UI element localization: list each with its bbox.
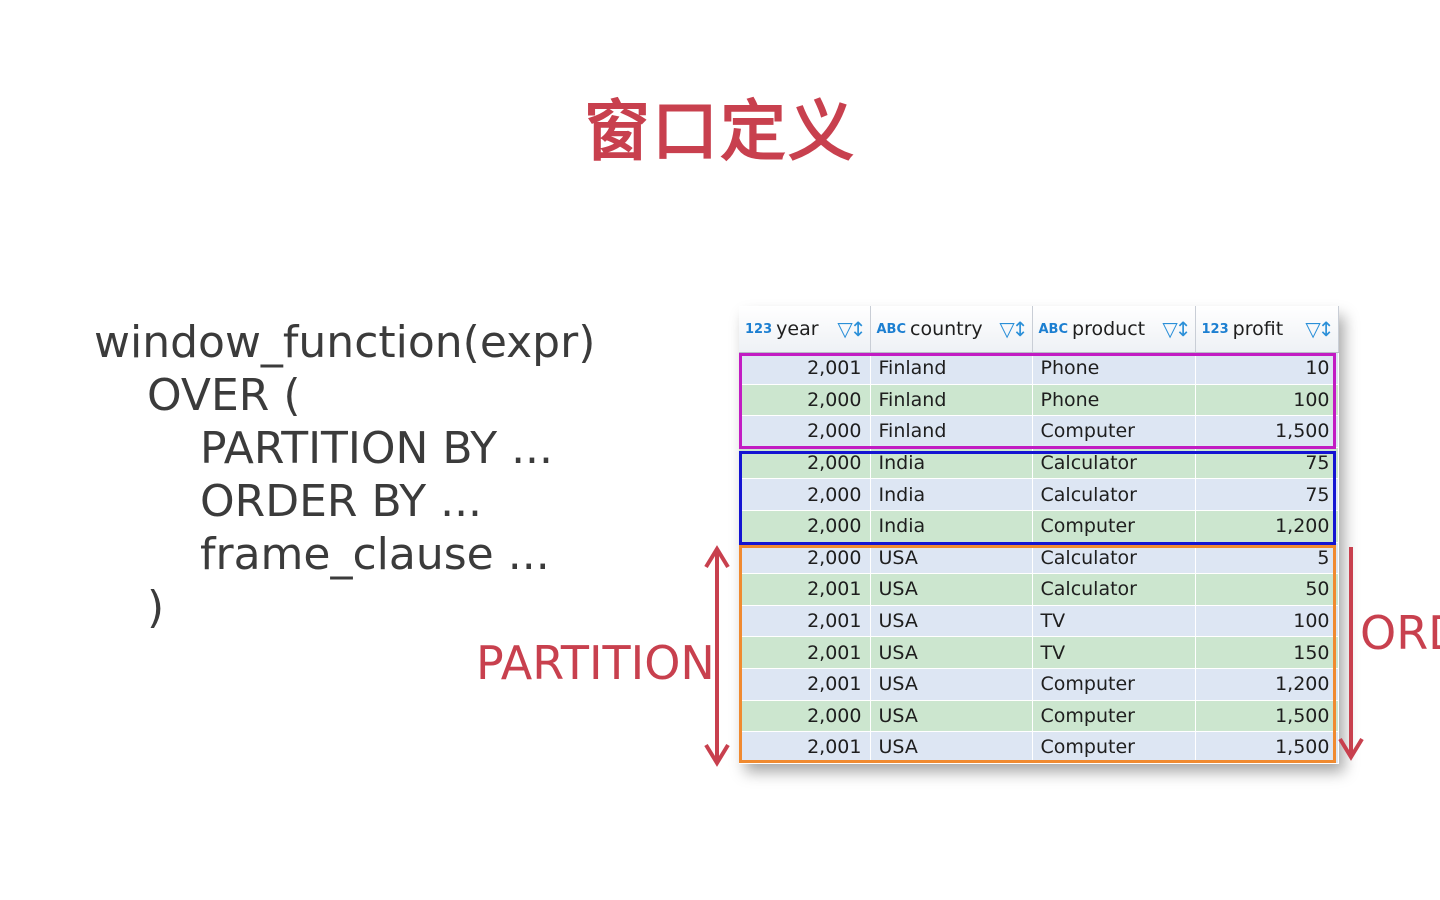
cell-country[interactable]: USA bbox=[870, 636, 1033, 669]
column-type-icon: 123 bbox=[1201, 322, 1229, 337]
slide-title: 窗口定义 bbox=[584, 93, 856, 170]
code-line: ) bbox=[147, 582, 165, 633]
column-type-icon: ABC bbox=[1038, 322, 1069, 337]
cell-country[interactable]: Finland bbox=[870, 384, 1033, 417]
cell-profit[interactable]: 1,500 bbox=[1195, 415, 1339, 448]
cell-country[interactable]: Finland bbox=[870, 352, 1033, 385]
cell-profit[interactable]: 1,200 bbox=[1195, 668, 1339, 701]
column-name: country bbox=[910, 318, 983, 340]
cell-country[interactable]: USA bbox=[870, 731, 1033, 764]
cell-product[interactable]: Computer bbox=[1032, 731, 1196, 764]
column-type-icon: ABC bbox=[876, 322, 907, 337]
cell-product[interactable]: Calculator bbox=[1032, 478, 1196, 511]
india-partition-box bbox=[739, 451, 1336, 545]
partition-label: PARTITION bbox=[476, 636, 715, 690]
cell-profit[interactable]: 75 bbox=[1195, 478, 1339, 511]
cell-country[interactable]: India bbox=[870, 510, 1033, 543]
cell-year[interactable]: 2,001 bbox=[739, 731, 871, 764]
cell-country[interactable]: USA bbox=[870, 668, 1033, 701]
cell-product[interactable]: Phone bbox=[1032, 384, 1196, 417]
cell-profit[interactable]: 150 bbox=[1195, 636, 1339, 669]
column-type-icon: 123 bbox=[745, 322, 773, 337]
cell-year[interactable]: 2,001 bbox=[739, 636, 871, 669]
cell-year[interactable]: 2,000 bbox=[739, 415, 871, 448]
cell-profit[interactable]: 1,200 bbox=[1195, 510, 1339, 543]
cell-year[interactable]: 2,000 bbox=[739, 700, 871, 733]
code-line: PARTITION BY ... bbox=[200, 423, 554, 474]
cell-profit[interactable]: 100 bbox=[1195, 384, 1339, 417]
cell-year[interactable]: 2,000 bbox=[739, 510, 871, 543]
cell-product[interactable]: TV bbox=[1032, 605, 1196, 638]
cell-product[interactable]: Computer bbox=[1032, 700, 1196, 733]
column-name: profit bbox=[1232, 318, 1284, 340]
window-syntax-code: window_function(expr) OVER ( PARTITION B… bbox=[94, 316, 595, 634]
usa-partition-box bbox=[739, 545, 1336, 763]
column-name: year bbox=[776, 318, 819, 340]
cell-year[interactable]: 2,001 bbox=[739, 352, 871, 385]
cell-profit[interactable]: 1,500 bbox=[1195, 700, 1339, 733]
cell-country[interactable]: India bbox=[870, 478, 1033, 511]
cell-country[interactable]: USA bbox=[870, 573, 1033, 606]
cell-year[interactable]: 2,001 bbox=[739, 668, 871, 701]
cell-profit[interactable]: 1,500 bbox=[1195, 731, 1339, 764]
filter-sort-icon[interactable]: ▽↕ bbox=[1162, 317, 1191, 341]
code-line: window_function(expr) bbox=[94, 317, 596, 368]
cell-country[interactable]: USA bbox=[870, 605, 1033, 638]
filter-sort-icon[interactable]: ▽↕ bbox=[999, 317, 1028, 341]
order-arrow-icon bbox=[1338, 547, 1364, 761]
filter-sort-icon[interactable]: ▽↕ bbox=[1305, 317, 1334, 341]
code-line: ORDER BY ... bbox=[200, 476, 483, 527]
cell-product[interactable]: Computer bbox=[1032, 668, 1196, 701]
cell-country[interactable]: USA bbox=[870, 700, 1033, 733]
partition-arrow-icon bbox=[704, 545, 730, 767]
cell-country[interactable]: Finland bbox=[870, 415, 1033, 448]
cell-product[interactable]: Calculator bbox=[1032, 573, 1196, 606]
cell-profit[interactable]: 50 bbox=[1195, 573, 1339, 606]
cell-year[interactable]: 2,000 bbox=[739, 384, 871, 417]
code-line: frame_clause ... bbox=[200, 529, 550, 580]
cell-year[interactable]: 2,001 bbox=[739, 573, 871, 606]
cell-year[interactable]: 2,001 bbox=[739, 605, 871, 638]
finland-partition-box bbox=[739, 353, 1336, 449]
cell-year[interactable]: 2,000 bbox=[739, 478, 871, 511]
order-label: ORD bbox=[1360, 606, 1440, 660]
cell-product[interactable]: Phone bbox=[1032, 352, 1196, 385]
cell-product[interactable]: Computer bbox=[1032, 510, 1196, 543]
cell-product[interactable]: Computer bbox=[1032, 415, 1196, 448]
cell-profit[interactable]: 10 bbox=[1195, 352, 1339, 385]
column-name: product bbox=[1072, 318, 1146, 340]
code-line: OVER ( bbox=[147, 370, 301, 421]
filter-sort-icon[interactable]: ▽↕ bbox=[837, 317, 866, 341]
cell-profit[interactable]: 100 bbox=[1195, 605, 1339, 638]
cell-product[interactable]: TV bbox=[1032, 636, 1196, 669]
